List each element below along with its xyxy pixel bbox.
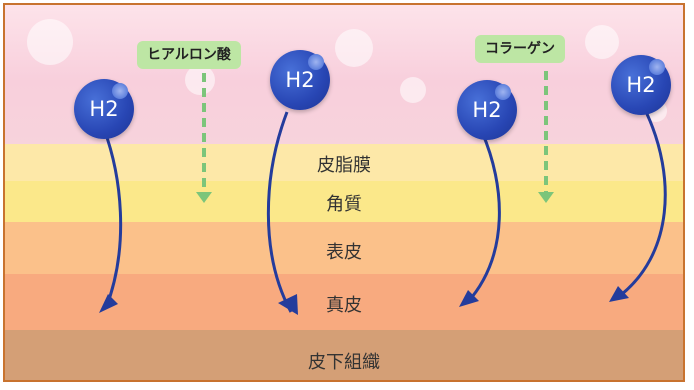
bokeh-dot [335, 29, 373, 67]
molecule-highlight [308, 54, 324, 70]
hyaluronic-acid-tag: ヒアルロン酸 [137, 41, 241, 69]
collagen-tag: コラーゲン [475, 35, 565, 63]
dashed-arrow-head [538, 192, 554, 203]
molecule-highlight [112, 83, 128, 99]
h2-arrow-1 [102, 128, 123, 309]
h2-molecule: H2 [457, 80, 517, 140]
layer-sebum-membrane: 皮脂膜 [5, 144, 683, 181]
dashed-arrow-head [196, 192, 212, 203]
bokeh-dot [585, 25, 619, 59]
h2-arrow-4 [616, 113, 667, 300]
layer-label-dermis: 真皮 [326, 295, 362, 316]
h2-molecule: H2 [611, 55, 671, 115]
layer-label-stratum: 角質 [326, 194, 362, 215]
h2-arrow-head [609, 286, 629, 302]
h2-arrow-head [278, 294, 298, 315]
molecule-highlight [649, 59, 665, 75]
layer-subcutaneous: 皮下組織 [5, 330, 683, 380]
layer-label-epidermis: 表皮 [326, 242, 362, 263]
molecule-highlight [495, 84, 511, 100]
h2-molecule: H2 [270, 50, 330, 110]
h2-arrow-head [459, 290, 479, 307]
layer-label-sebum: 皮脂膜 [317, 155, 371, 176]
h2-arrow-2 [266, 111, 293, 313]
h2-label: H2 [626, 73, 656, 97]
bokeh-dot [400, 77, 426, 103]
h2-arrow-head [99, 294, 118, 313]
h2-label: H2 [285, 68, 315, 92]
arrows-overlay [99, 71, 667, 315]
h2-molecule: H2 [74, 79, 134, 139]
layer-dermis: 真皮 [5, 274, 683, 330]
h2-arrow-3 [465, 131, 501, 304]
h2-label: H2 [89, 97, 119, 121]
layer-label-subcutaneous: 皮下組織 [308, 352, 380, 373]
bokeh-dot [185, 65, 215, 95]
skin-diagram: 皮脂膜 角質 表皮 真皮 皮下組織 ヒアルロン酸 コラーゲン [3, 3, 685, 382]
h2-label: H2 [472, 98, 502, 122]
bokeh-dot [27, 19, 73, 65]
